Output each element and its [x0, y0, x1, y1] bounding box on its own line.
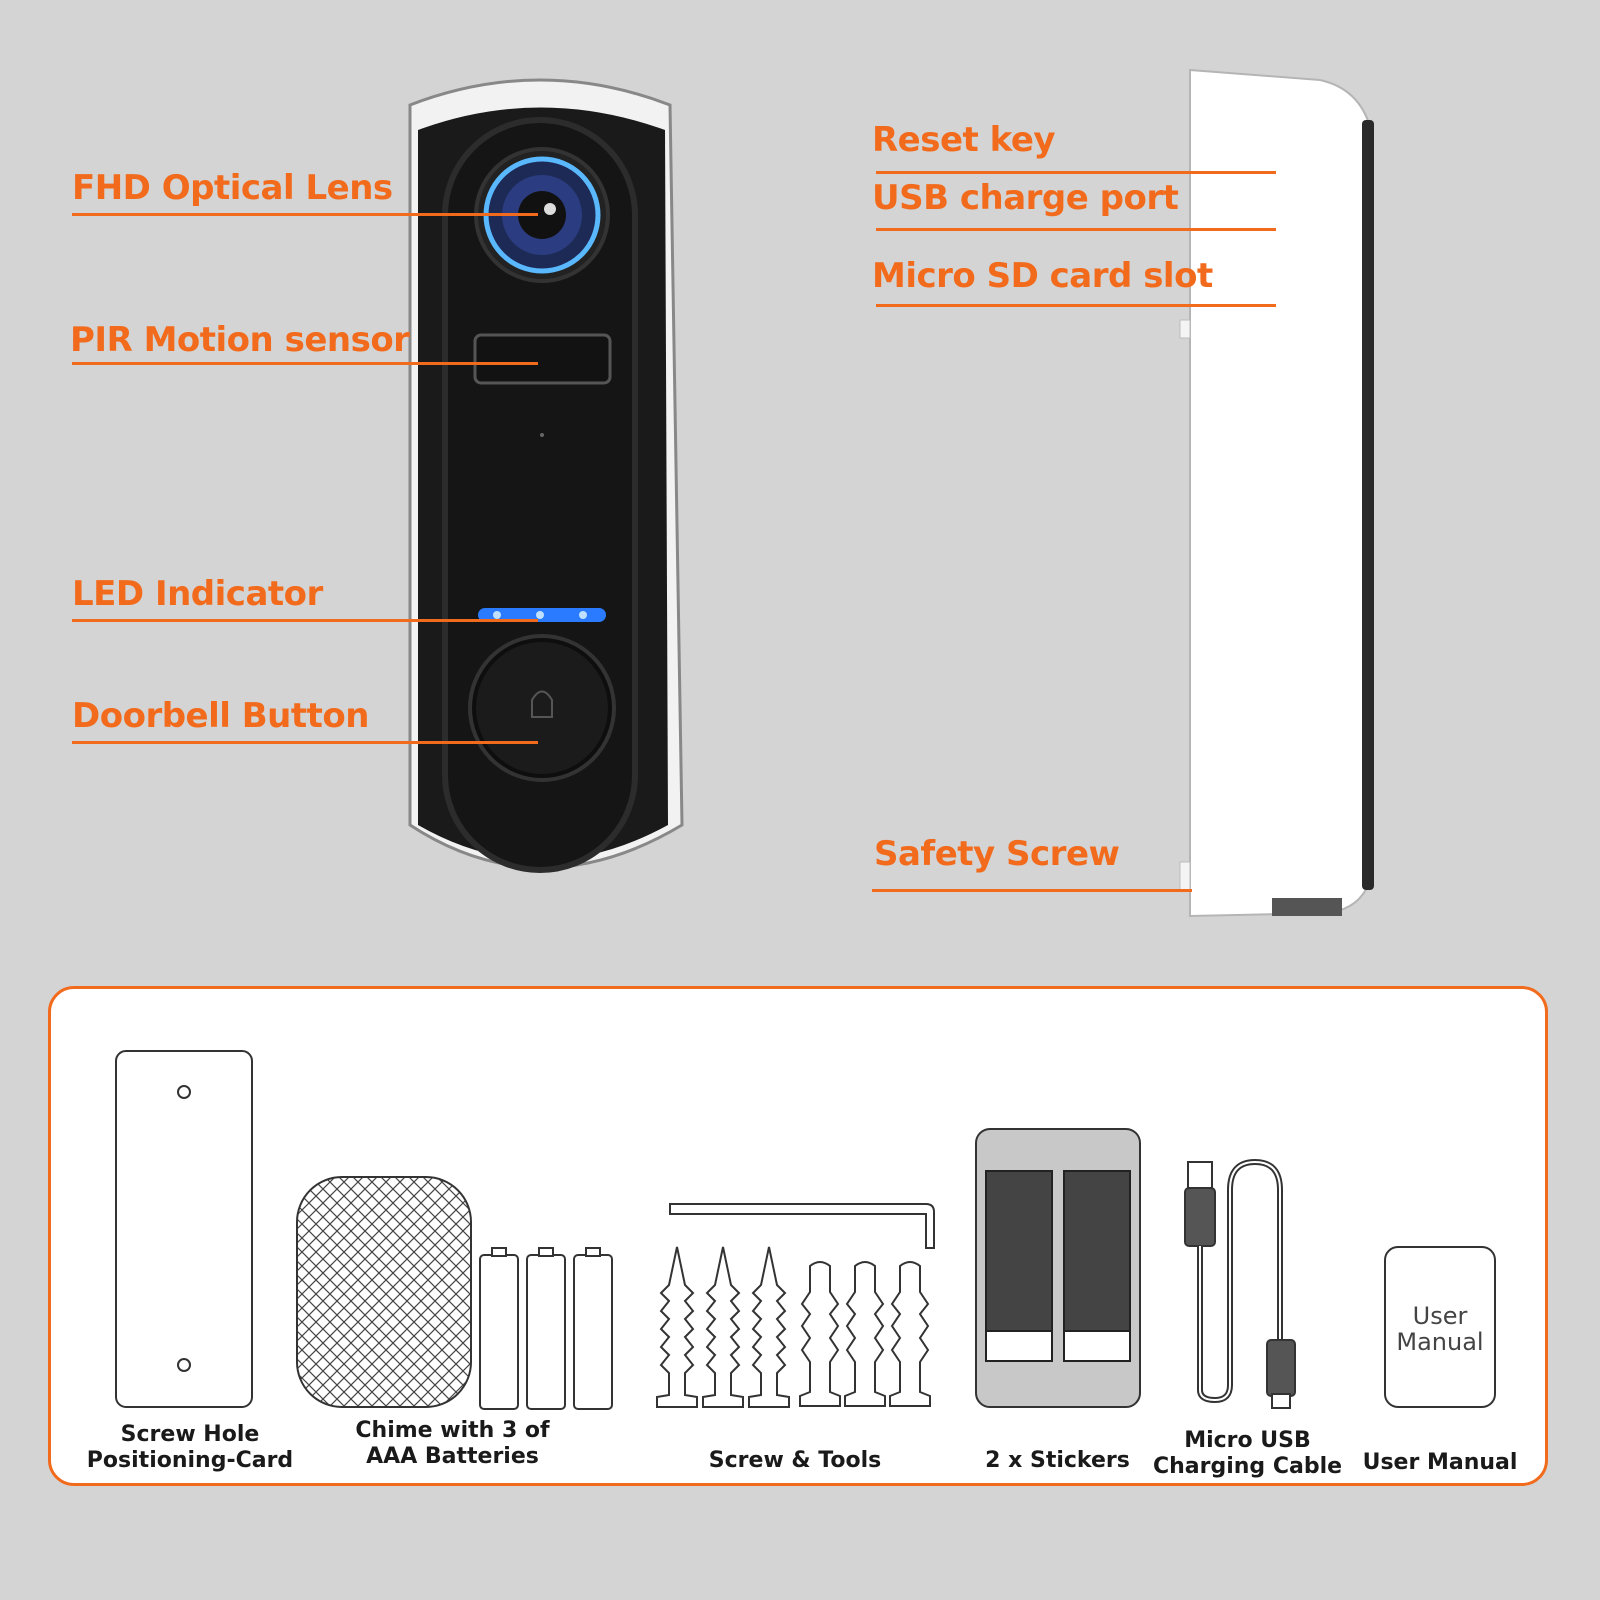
doorbell-side-image	[1179, 68, 1374, 918]
callout-line-pir	[72, 362, 538, 365]
callout-lens: FHD Optical Lens	[72, 168, 393, 208]
callout-line-sd	[876, 304, 1276, 307]
caption-usb-cable: Micro USB Charging Cable	[1152, 1428, 1343, 1479]
doorbell-front-image	[408, 78, 684, 873]
callout-pir: PIR Motion sensor	[70, 320, 410, 360]
caption-screws-tools: Screw & Tools	[708, 1448, 882, 1473]
caption-user-manual: User Manual	[1362, 1450, 1518, 1475]
callout-line-usb	[876, 228, 1276, 231]
callout-line-button	[72, 741, 538, 744]
batteries-icon	[479, 1247, 613, 1410]
chime-icon	[296, 1176, 472, 1408]
stickers-icon	[975, 1128, 1141, 1408]
callout-line-reset	[876, 171, 1276, 174]
user-manual-cover-text: User Manual	[1396, 1302, 1484, 1356]
screws-icon	[656, 1246, 790, 1408]
callout-led: LED Indicator	[72, 574, 323, 614]
caption-stickers: 2 x Stickers	[985, 1448, 1130, 1473]
caption-chime: Chime with 3 of AAA Batteries	[355, 1418, 550, 1469]
user-manual-icon	[1384, 1246, 1496, 1408]
caption-positioning-card: Screw Hole Positioning-Card	[86, 1422, 294, 1473]
wall-anchors-icon	[799, 1261, 931, 1407]
callout-reset: Reset key	[872, 120, 1056, 160]
callout-usb: USB charge port	[872, 178, 1179, 218]
callout-screw: Safety Screw	[874, 834, 1120, 874]
callout-line-lens	[72, 213, 538, 216]
callout-button: Doorbell Button	[72, 696, 369, 736]
allen-key-icon	[669, 1203, 935, 1249]
positioning-card-icon	[115, 1050, 253, 1408]
callout-line-led	[72, 619, 538, 622]
usb-cable-icon	[1184, 1158, 1296, 1409]
callout-line-screw	[872, 889, 1192, 892]
callout-sd: Micro SD card slot	[872, 256, 1213, 296]
